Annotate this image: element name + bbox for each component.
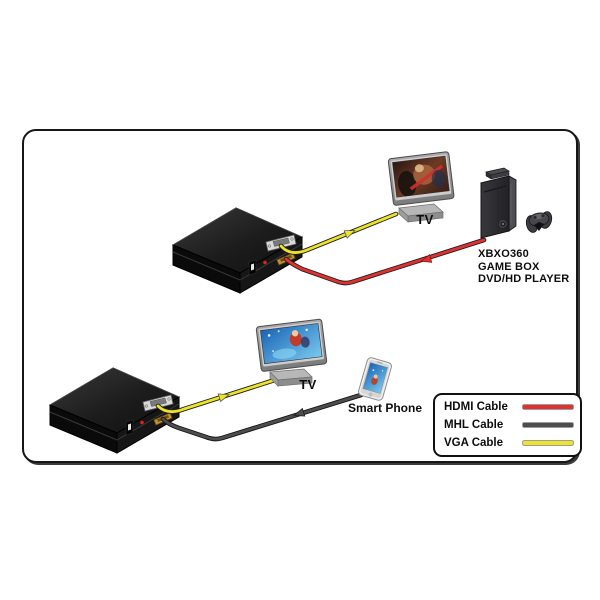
mhl-cable-line-icon	[523, 423, 573, 427]
vga-cable-top-color	[279, 212, 398, 255]
tv-top-icon	[387, 151, 455, 223]
vga-converter-box-bottom	[49, 367, 180, 454]
game-console-icon	[479, 167, 518, 239]
mhl-cable-color	[161, 393, 363, 441]
hdmi-cable-color	[284, 238, 486, 285]
vga-cable-bottom-color	[156, 376, 283, 414]
smart-phone-icon	[358, 357, 392, 401]
tv-top-label: TV	[416, 212, 434, 227]
vga-arrow-bottom	[217, 393, 230, 403]
cable-legend: HDMI Cable MHL Cable VGA Cable	[433, 393, 582, 457]
tv-bottom-icon	[255, 318, 328, 387]
legend-item-mhl: MHL Cable	[444, 419, 573, 431]
tv-bottom-label: TV	[299, 377, 317, 392]
hdmi-arrow	[420, 254, 433, 263]
game-controller-icon	[525, 211, 553, 233]
vga-arrow-top	[343, 230, 356, 239]
hdmi-cable	[283, 237, 487, 286]
source-device-label: XBXO360 GAME BOX DVD/HD PLAYER	[478, 248, 569, 286]
source-device-line1: XBXO360	[478, 248, 529, 260]
legend-item-vga: VGA Cable	[444, 437, 573, 449]
vga-cable-bottom	[155, 375, 284, 414]
source-device-line3: DVD/HD PLAYER	[478, 273, 570, 285]
legend-label-mhl: MHL Cable	[444, 419, 504, 431]
mhl-arrow	[293, 407, 306, 417]
vga-cable-top	[278, 211, 399, 255]
legend-label-hdmi: HDMI Cable	[444, 401, 508, 413]
hdmi-cable-line-icon	[523, 405, 573, 409]
legend-item-hdmi: HDMI Cable	[444, 401, 573, 413]
mhl-cable	[160, 392, 364, 442]
legend-label-vga: VGA Cable	[444, 437, 504, 449]
vga-cable-line-icon	[523, 441, 573, 445]
smart-phone-label: Smart Phone	[347, 401, 422, 415]
source-device-line2: GAME BOX	[478, 260, 540, 273]
